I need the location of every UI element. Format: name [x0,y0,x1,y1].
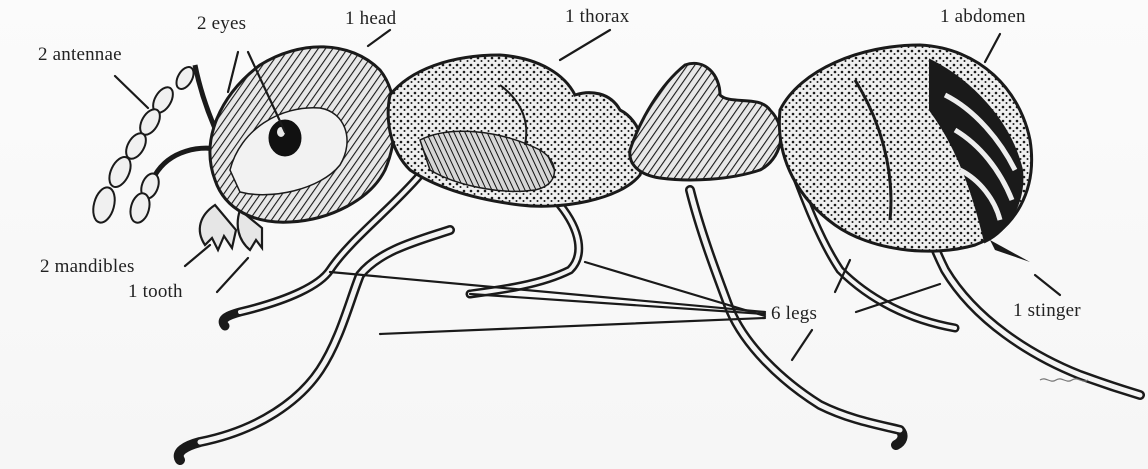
thorax [388,55,644,206]
label-abdomen: 1 abdomen [940,6,1026,28]
petiole [630,63,781,180]
label-mandibles: 2 mandibles [40,256,135,278]
label-eyes: 2 eyes [197,13,246,35]
eye [269,120,301,156]
label-legs: 6 legs [771,303,817,325]
label-antennae: 2 antennae [38,44,122,66]
label-tooth: 1 tooth [128,281,183,303]
label-head: 1 head [345,8,396,30]
head [210,47,395,222]
label-thorax: 1 thorax [565,6,629,28]
label-stinger: 1 stinger [1013,300,1081,322]
antennae [90,64,225,225]
stinger [990,240,1030,262]
